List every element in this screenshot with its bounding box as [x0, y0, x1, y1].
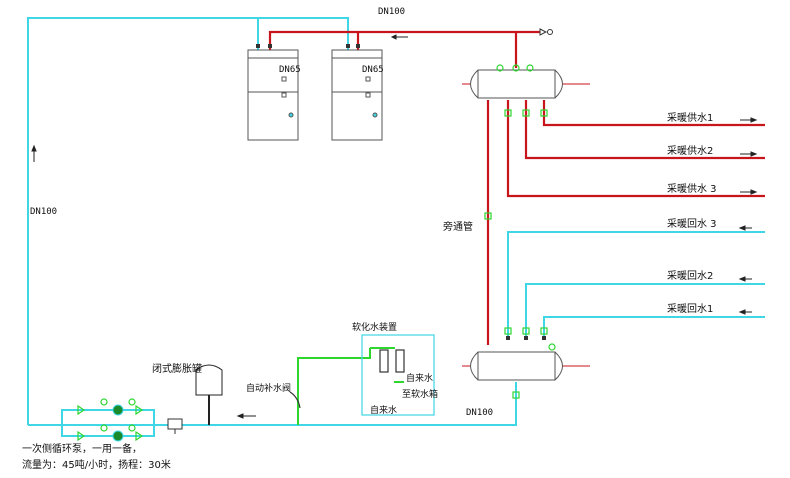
return-line-1 [543, 316, 765, 340]
makeup-pipes [297, 347, 404, 425]
label-pump-note-2: 流量为：45吨/小时，扬程：30米 [22, 458, 171, 471]
return-pipes [27, 17, 765, 426]
softener-frame [361, 334, 435, 416]
supply-line-2 [524, 100, 765, 160]
return-line-3 [507, 231, 765, 340]
label-return-1: 采暖回水1 [667, 302, 713, 315]
expansion-tank [195, 364, 223, 425]
label-tap-water-2: 自来水 [370, 404, 397, 416]
pump-group [61, 398, 155, 442]
label-tap-water-1: 自来水 [406, 372, 433, 384]
label-dn100-top: DN100 [378, 7, 405, 17]
pump-1 [112, 404, 124, 416]
label-auto-valve: 自动补水阀 [246, 382, 291, 394]
label-dn100-left: DN100 [30, 207, 57, 217]
labels: DN100 DN100 DN100 DN65 DN65 采暖供水1 采暖供水2 … [22, 7, 717, 471]
label-dn65-b: DN65 [362, 65, 384, 75]
supply-header [470, 69, 563, 99]
return-header [470, 351, 563, 381]
pump-2 [112, 430, 124, 442]
label-supply-1: 采暖供水1 [667, 111, 713, 124]
label-supply-2: 采暖供水2 [667, 144, 713, 157]
label-softener: 软化水装置 [352, 321, 397, 333]
label-return-2: 采暖回水2 [667, 269, 713, 282]
boiler-1 [247, 49, 299, 141]
label-to-tank: 至软水箱 [402, 388, 438, 400]
valves [289, 64, 556, 409]
label-expansion-tank: 闭式膨胀罐 [152, 362, 202, 375]
label-supply-3: 采暖供水 3 [667, 182, 717, 195]
small-markers [256, 44, 546, 340]
supply-line-1 [542, 100, 765, 127]
filter [167, 418, 183, 434]
return-bottom-main [28, 382, 517, 426]
return-main-line [27, 17, 349, 425]
flow-arrows [31, 34, 758, 419]
supply-line-3 [506, 100, 765, 198]
label-dn65-a: DN65 [279, 65, 301, 75]
makeup-main-line [297, 348, 371, 425]
return-line-2 [525, 283, 765, 340]
top-end-cap [539, 28, 553, 36]
label-return-3: 采暖回水 3 [667, 217, 717, 230]
boiler-2 [331, 49, 383, 141]
label-pump-note-1: 一次侧循环泵，一用一备， [22, 442, 142, 455]
label-dn100-bottom: DN100 [466, 408, 493, 418]
label-bypass: 旁通管 [443, 220, 473, 233]
